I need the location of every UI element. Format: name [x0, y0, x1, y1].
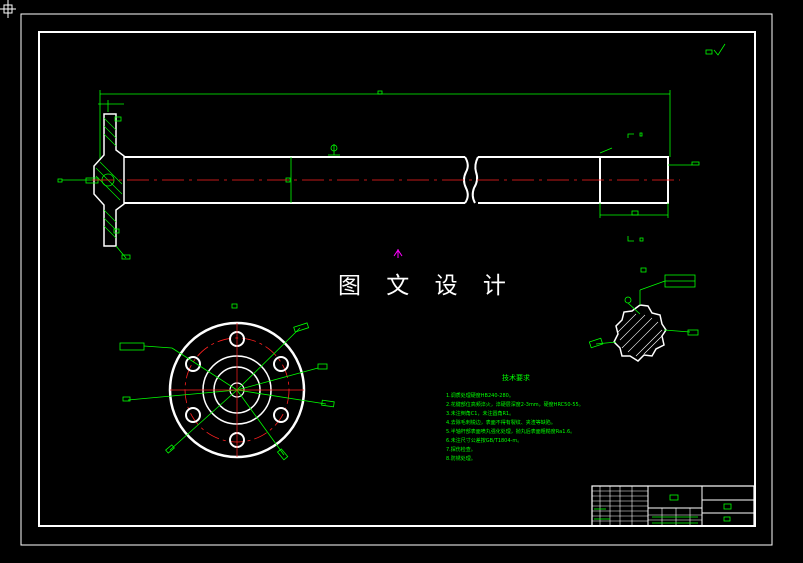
- note-line-4: 4.去除毛刺锐边，表面不得有裂纹、夹渣等缺陷。: [446, 419, 556, 426]
- note-line-6: 6.未注尺寸公差按GB/T1804-m。: [446, 437, 522, 444]
- notes-heading: 技术要求: [502, 373, 530, 382]
- section-marker-icon: [393, 249, 403, 258]
- note-line-5: 5.半轴杆部表面喷丸强化处理，抛丸后表面粗糙度Ra1.6。: [446, 428, 575, 435]
- note-line-3: 3.未注倒角C1，未注圆角R1。: [446, 410, 514, 417]
- note-line-7: 7.探伤检查。: [446, 446, 476, 453]
- technical-notes: 技术要求 1.调质处理硬度HB240-280。 2.花键部位高频淬火，淬硬层深度…: [446, 373, 584, 462]
- main-elevation-view: [57, 90, 700, 260]
- drawing-frame: [38, 31, 756, 527]
- spline-section-view: [588, 267, 699, 362]
- title-block: [591, 485, 755, 527]
- sheet-outer-border: [20, 13, 773, 546]
- note-line-1: 1.调质处理硬度HB240-280。: [446, 392, 514, 399]
- note-line-2: 2.花键部位高频淬火，淬硬层深度2-3mm，硬度HRC50-55。: [446, 401, 584, 408]
- surface-finish-icon: [705, 43, 726, 56]
- flange-end-view: [119, 303, 335, 461]
- note-line-8: 8.防锈处理。: [446, 455, 476, 462]
- watermark-text: 图 文 设 计: [338, 273, 515, 299]
- crosshair-cursor-icon: [0, 0, 16, 18]
